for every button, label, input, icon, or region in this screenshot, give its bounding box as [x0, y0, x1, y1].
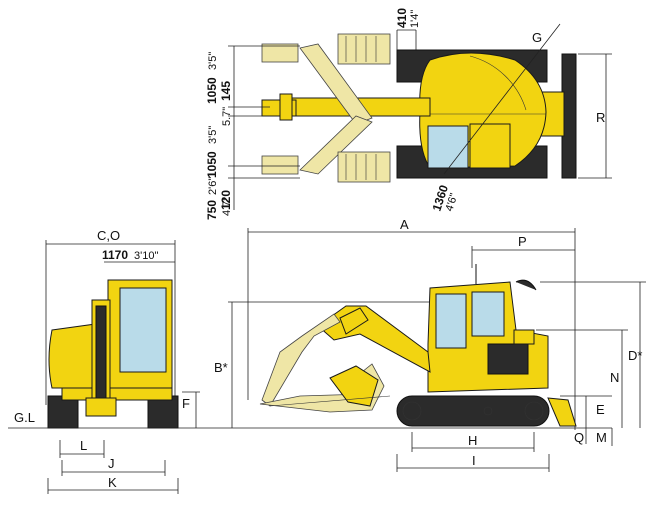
dim-750-ft: 2'6": [207, 177, 219, 195]
side-view: A P B* H: [214, 217, 646, 472]
top-view: G R 410 1'4" 1050 3'5" 145 5.7" 1050 3'5…: [205, 8, 612, 220]
label-Q: Q: [574, 430, 584, 445]
dim-1050-upper: 1050: [205, 77, 219, 104]
dim-145-in: 5.7": [221, 107, 233, 126]
label-K: K: [108, 475, 117, 490]
side-cab-window-front: [435, 293, 467, 349]
label-I: I: [472, 453, 476, 468]
label-J: J: [108, 456, 115, 471]
label-P: P: [518, 234, 527, 249]
dim-1360-ft: 4'6": [443, 192, 460, 213]
label-D: D*: [628, 348, 642, 363]
dim-120: 120: [219, 190, 233, 210]
side-arm: [261, 313, 341, 407]
front-cab-window: [119, 287, 167, 373]
top-cab-window: [427, 125, 469, 169]
side-track: [396, 395, 550, 427]
dim-1050-lower-ft: 3'5": [207, 126, 219, 144]
label-A: A: [400, 217, 409, 232]
label-N: N: [610, 370, 619, 385]
dim-1170-ft: 3'10": [134, 250, 158, 262]
dim-1050-lower: 1050: [205, 151, 219, 178]
dim-145: 145: [219, 81, 233, 101]
label-GL: G.L: [14, 410, 35, 425]
front-track-right: [147, 395, 179, 429]
side-cab-window-rear: [471, 291, 505, 337]
label-CO: C,O: [97, 228, 120, 243]
label-L: L: [80, 438, 87, 453]
dim-750: 750: [205, 200, 219, 220]
side-dozer-blade: [547, 397, 577, 427]
label-R: R: [596, 110, 605, 125]
front-track-left: [47, 395, 79, 429]
dim-1050-upper-ft: 3'5": [207, 52, 219, 70]
top-boom-swing-upper: [299, 43, 373, 125]
dim-1170: 1170: [102, 248, 128, 262]
dim-410-in: 1'4": [409, 10, 421, 28]
label-B: B*: [214, 360, 228, 375]
label-E: E: [596, 402, 605, 417]
dim-410: 410: [395, 8, 409, 28]
side-bucket: [329, 365, 379, 407]
label-H: H: [468, 433, 477, 448]
label-F: F: [182, 396, 190, 411]
top-boom-swing-lower: [299, 115, 373, 175]
label-M: M: [596, 430, 607, 445]
dim-120-in: 4.7": [221, 197, 233, 216]
label-G: G: [532, 30, 542, 45]
front-view: C,O 1170 3'10" F L J K: [45, 228, 200, 494]
top-cab-roof: [469, 123, 511, 169]
